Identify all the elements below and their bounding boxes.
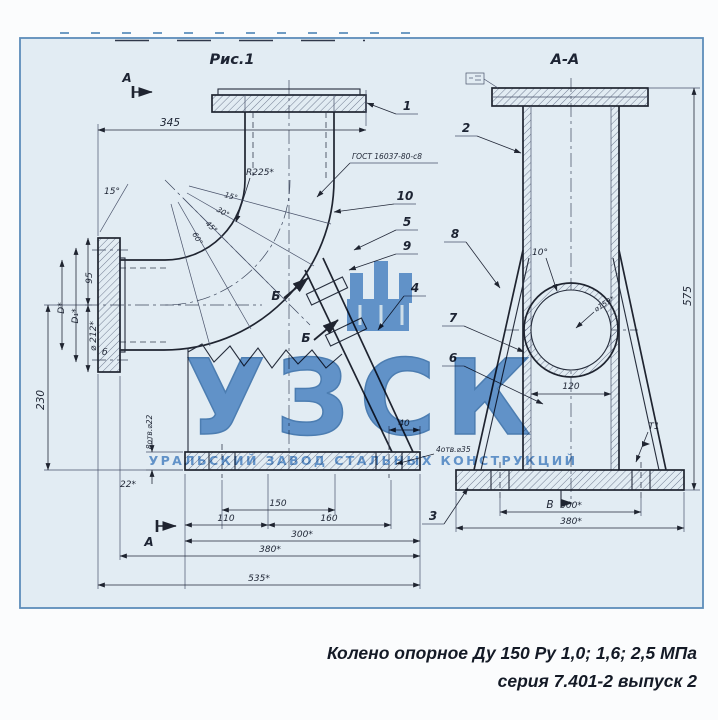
dim-345: 345 [160,117,180,129]
balloon-8: 8 [451,227,459,241]
fig1-title: Рис.1 [210,52,255,68]
weld-map-mark-v: В [546,499,553,511]
dim-212: ⌀ 212* [89,321,99,351]
dim-22: 22* [120,480,136,490]
caption-line2: серия 7.401-2 выпуск 2 [498,671,698,691]
dim-535: 535* [248,574,270,584]
weld-note: ГОСТ 16037-80-с8 [352,152,422,161]
section-letter-bottom: А [143,535,153,549]
watermark-acronym: УЗСК [185,337,540,459]
dim-d1: D₁* [71,308,81,324]
aa-dimensions [422,87,700,532]
balloon-1: 1 [403,99,411,113]
balloon-4: 4 [410,281,419,295]
point-label-b: б [102,348,108,358]
elbow-segment-lines [170,185,332,347]
dim-r225: R225* [246,168,274,178]
dim-380-aa: 380* [560,517,582,527]
weld-tag-box [465,72,485,85]
dim-10deg: 10° [532,248,548,258]
fig1-texts: Рис.1 А А 345 15° 95 D* D₁* ⌀ 212* 230 2… [35,52,471,584]
seg-angle-15: 15° [223,190,238,202]
weld-mark-t1: Т1 [648,422,659,432]
note-flange-holes: 8отв.⌀22 [145,414,154,449]
note-base-holes: 4отв.⌀35 [436,445,471,454]
balloon-10: 10 [397,189,414,203]
dim-110: 110 [217,514,234,524]
fig1-geometry [97,88,421,471]
balloon-6: 6 [449,351,457,365]
section-aa-view: А-А 2 8 7 6 3 ⌀159* 10° 120 300* 380* 57… [422,52,700,532]
watermark: УЗСК УРАЛЬСКИЙ ЗАВОД СТАЛЬНЫХ КОНСТРУКЦИ… [149,261,578,468]
dim-d: D* [57,302,67,314]
dim-95: 95 [85,272,95,284]
balloon-5: 5 [403,215,411,229]
watermark-company: УРАЛЬСКИЙ ЗАВОД СТАЛЬНЫХ КОНСТРУКЦИЙ [149,453,578,468]
dim-300: 300* [291,530,313,540]
dim-flange-tilt: 15° [104,187,120,197]
dim-300-aa: 300* [560,501,582,511]
caption-line1: Колено опорное Ду 150 Ру 1,0; 1,6; 2,5 М… [327,643,697,663]
weld-map-flag-icon [561,499,573,507]
balloon-9: 9 [403,239,411,253]
fig1-view: Рис.1 А А 345 15° 95 D* D₁* ⌀ 212* 230 2… [35,52,471,589]
dim-150: 150 [269,499,286,509]
section-letter-top: А [121,71,131,85]
uzsk-logo-icon [347,261,412,331]
dim-575: 575 [682,286,694,306]
caption: Колено опорное Ду 150 Ру 1,0; 1,6; 2,5 М… [327,643,697,691]
view-letter-b-2: Б [301,331,310,345]
dim-120: 120 [562,382,579,392]
balloon-7: 7 [449,311,458,325]
view-letter-b-1: Б [271,289,280,303]
fig1-dimensions [44,86,438,589]
aa-title: А-А [550,52,579,68]
aa-geometry [455,72,685,507]
dim-160: 160 [320,514,337,524]
dim-380: 380* [259,545,281,555]
dim-40: 40 [398,419,410,429]
dim-230: 230 [35,390,47,410]
balloon-2: 2 [462,121,470,135]
balloon-3: 3 [429,509,437,523]
